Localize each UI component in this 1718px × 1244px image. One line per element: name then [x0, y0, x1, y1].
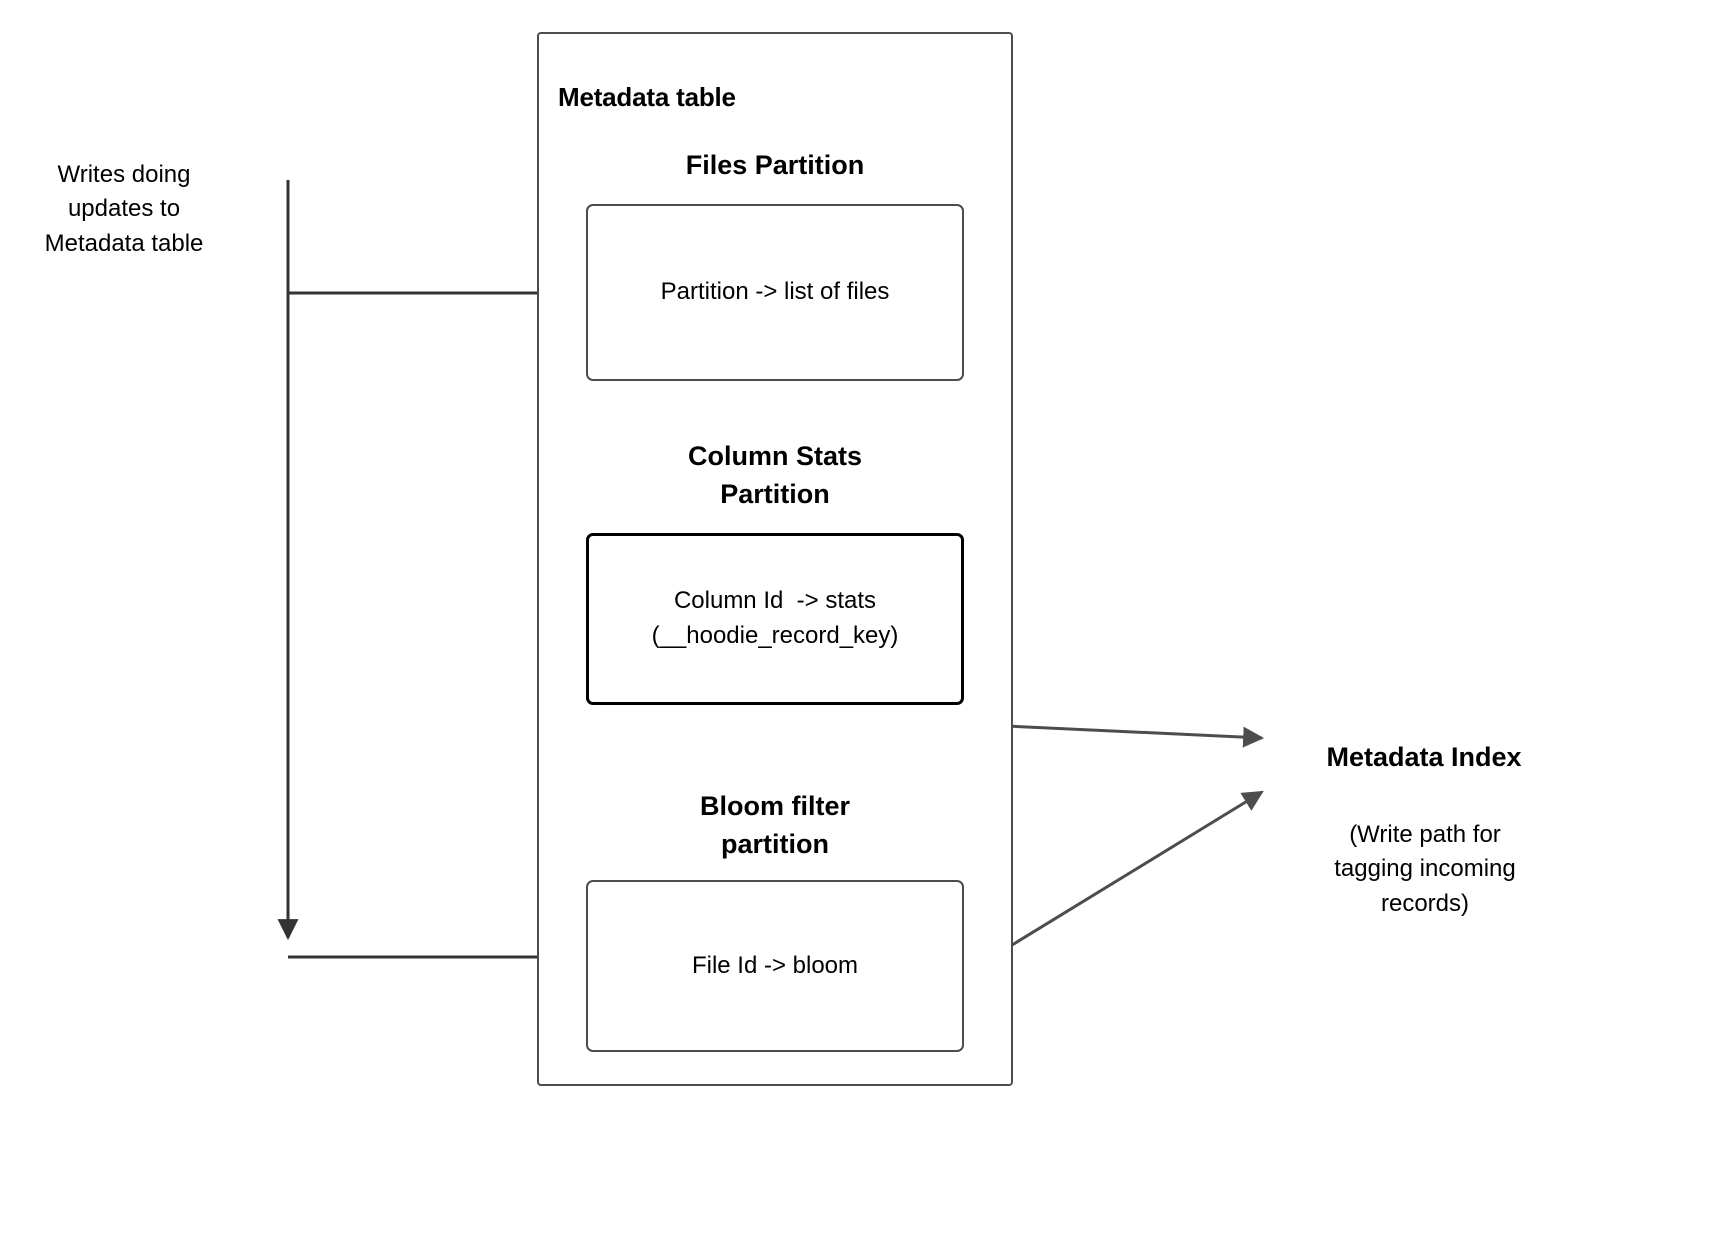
metadata-table-title: Metadata table	[558, 82, 736, 112]
bloom-filter-partition-box: File Id -> bloom	[586, 880, 964, 1052]
bloom-filter-partition-heading: Bloom filter partition	[699, 791, 850, 860]
files-partition-box: Partition -> list of files	[586, 204, 964, 381]
metadata-index-title: Metadata Index	[1326, 742, 1522, 772]
files-partition-heading: Files Partition	[685, 150, 865, 180]
column-stats-partition-box: Column Id -> stats (__hoodie_record_key)	[586, 533, 964, 705]
writes-updates-note: Writes doing updates to Metadata table	[44, 161, 204, 257]
files-partition-box-text: Partition -> list of files	[660, 278, 890, 306]
metadata-index-note: (Write path for tagging incoming records…	[1334, 821, 1516, 917]
column-stats-partition-heading: Column Stats Partition	[687, 441, 862, 510]
column-stats-partition-box-text: Column Id -> stats (__hoodie_record_key)	[651, 587, 899, 649]
bloom-filter-partition-box-text: File Id -> bloom	[691, 951, 859, 979]
